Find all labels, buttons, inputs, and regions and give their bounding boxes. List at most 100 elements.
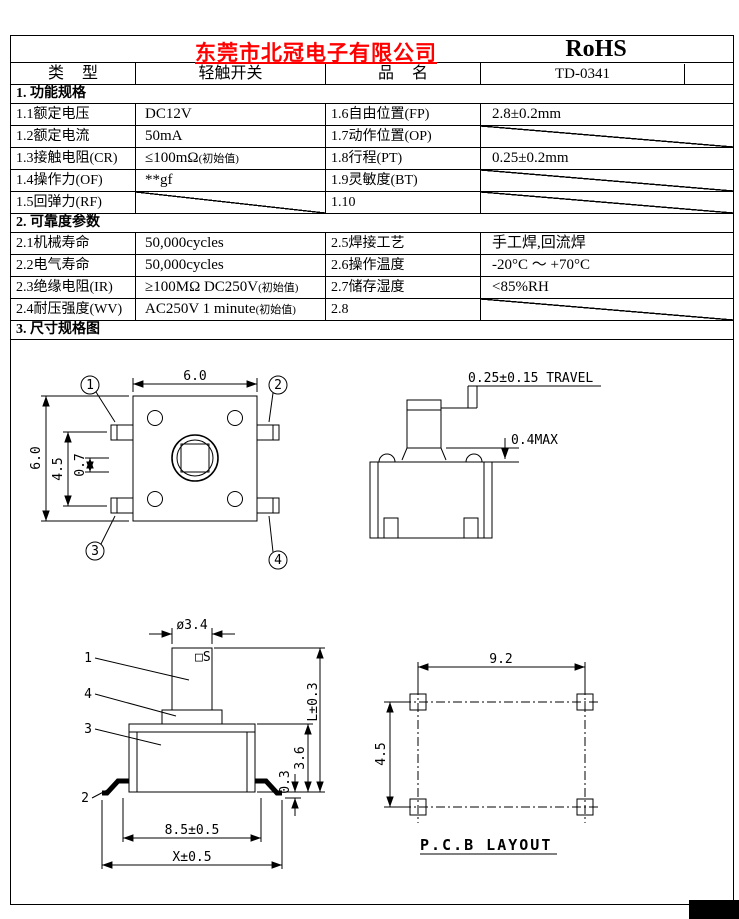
spec-value-empty — [481, 170, 733, 191]
company-title: 东莞市北冠电子有限公司 — [195, 41, 437, 65]
spec-value: 50,000cycles — [136, 233, 326, 254]
spec-label: 2.2电气寿命 — [11, 255, 136, 276]
spec-value: 50,000cycles — [136, 255, 326, 276]
spec-label: 1.8行程(PT) — [326, 148, 481, 169]
spec-row-2-3: 2.3绝缘电阻(IR) ≥100MΩ DC250V(初始值) 2.7储存湿度 <… — [11, 277, 733, 299]
value-text: 50,000cycles — [145, 257, 224, 273]
dim-body-height: 3.6 — [293, 746, 308, 769]
spec-value-empty — [481, 299, 733, 320]
dimension-drawing-area: 6.0 6.0 4.5 0.7 1 2 3 4 — [11, 340, 733, 904]
spec-value: 手工焊,回流焊 — [481, 233, 733, 254]
spec-label: 2.1机械寿命 — [11, 233, 136, 254]
dim-total-width: X±0.5 — [172, 850, 211, 865]
front-view-labels: ø3.4 □S 1 4 3 2 0.3 3.6 L±0.3 8.5±0.5 X±… — [81, 618, 321, 865]
spec-value: **gf — [136, 170, 326, 191]
value-text: ≤100mΩ — [145, 150, 199, 166]
ref-number-2: 2 — [81, 791, 89, 806]
spec-label: 2.4耐压强度(WV) — [11, 299, 136, 320]
spec-label: 1.7动作位置(OP) — [326, 126, 481, 147]
value-text: DC12V — [145, 106, 192, 122]
dim-left-height: 6.0 — [29, 446, 44, 469]
max-height-annotation: 0.4MAX — [511, 433, 558, 448]
front-view-drawing — [91, 628, 325, 869]
dim-stem-diameter: ø3.4 — [176, 618, 207, 633]
spec-label: 1.6自由位置(FP) — [326, 104, 481, 125]
value-text: **gf — [145, 172, 173, 188]
dim-total-height: L±0.3 — [306, 682, 321, 721]
type-row: 类 型 轻触开关 品 名 TD-0341 — [11, 63, 733, 85]
value-text: 50,000cycles — [145, 235, 224, 251]
spec-label: 1.2额定电流 — [11, 126, 136, 147]
spec-row-2-2: 2.2电气寿命 50,000cycles 2.6操作温度 -20°C ～ +70… — [11, 255, 733, 277]
value-text: <85%RH — [492, 279, 549, 295]
spec-row-1-2: 1.2额定电流 50mA 1.7动作位置(OP) — [11, 126, 733, 148]
type-value: 轻触开关 — [136, 63, 326, 84]
value-text: 50mA — [145, 128, 183, 144]
ref-number-1: 1 — [84, 651, 92, 666]
value-note: (初始值) — [258, 282, 299, 294]
spec-label: 1.1额定电压 — [11, 104, 136, 125]
dim-pin-span: 4.5 — [51, 457, 66, 480]
part-name-label: 品 名 — [326, 63, 481, 84]
spec-sheet: 东莞市北冠电子有限公司 RoHS 类 型 轻触开关 品 名 TD-0341 1.… — [10, 35, 734, 905]
spec-row-2-4: 2.4耐压强度(WV) AC250V 1 minute(初始值) 2.8 — [11, 299, 733, 321]
ref-number-4: 4 — [84, 687, 92, 702]
spec-label: 1.9灵敏度(BT) — [326, 170, 481, 191]
section-1-title: 1. 功能规格 — [11, 85, 733, 104]
spec-label: 2.8 — [326, 299, 481, 320]
top-view-drawing — [41, 375, 288, 570]
spec-value: ≥100MΩ DC250V(初始值) — [136, 277, 326, 298]
value-text: 2.8±0.2mm — [492, 106, 562, 122]
corner-mark — [689, 900, 739, 919]
section-3-title: 3. 尺寸规格图 — [11, 321, 733, 340]
spec-row-1-5: 1.5回弹力(RF) 1.10 — [11, 192, 733, 214]
dim-body-width: 8.5±0.5 — [165, 823, 220, 838]
dim-standoff: 0.3 — [278, 770, 293, 793]
pin-callout-2: 2 — [274, 378, 282, 393]
spec-value-empty — [481, 192, 733, 213]
spec-value: -20°C ～ +70°C — [481, 255, 733, 276]
value-note: (初始值) — [255, 304, 296, 316]
spec-value: <85%RH — [481, 277, 733, 298]
spec-value: 2.8±0.2mm — [481, 104, 733, 125]
spec-label: 1.4操作力(OF) — [11, 170, 136, 191]
spec-label: 1.3接触电阻(CR) — [11, 148, 136, 169]
spec-label: 2.7储存湿度 — [326, 277, 481, 298]
pin-callout-3: 3 — [91, 544, 99, 559]
spec-value-empty — [136, 192, 326, 213]
dimension-drawings: 6.0 6.0 4.5 0.7 1 2 3 4 — [29, 369, 601, 869]
value-text: 0.25±0.2mm — [492, 150, 569, 166]
type-label: 类 型 — [11, 63, 136, 84]
spec-label: 1.10 — [326, 192, 481, 213]
part-number-cell: TD-0341 — [481, 63, 733, 84]
pcb-layout-title: P.C.B LAYOUT — [420, 836, 552, 854]
ref-number-3: 3 — [84, 722, 92, 737]
top-view-labels: 6.0 6.0 4.5 0.7 1 2 3 4 — [29, 369, 282, 568]
pcb-layout-drawing — [384, 662, 601, 855]
spec-row-1-1: 1.1额定电压 DC12V 1.6自由位置(FP) 2.8±0.2mm — [11, 104, 733, 126]
spec-value: DC12V — [136, 104, 326, 125]
spec-row-1-4: 1.4操作力(OF) **gf 1.9灵敏度(BT) — [11, 170, 733, 192]
value-note: (初始值) — [198, 153, 239, 165]
section-2-title: 2. 可靠度参数 — [11, 214, 733, 233]
spec-value: 0.25±0.2mm — [481, 148, 733, 169]
side-view-drawing — [369, 385, 601, 539]
stem-mark: □S — [195, 650, 211, 665]
spec-value: AC250V 1 minute(初始值) — [136, 299, 326, 320]
spec-label: 2.3绝缘电阻(IR) — [11, 277, 136, 298]
pcb-layout-labels: 9.2 4.5 P.C.B LAYOUT — [374, 652, 552, 854]
value-text: -20°C ～ +70°C — [492, 257, 590, 273]
spec-row-1-3: 1.3接触电阻(CR) ≤100mΩ(初始值) 1.8行程(PT) 0.25±0… — [11, 148, 733, 170]
sheet-header: 东莞市北冠电子有限公司 RoHS — [11, 36, 733, 65]
spec-label: 2.6操作温度 — [326, 255, 481, 276]
dim-top-width: 6.0 — [183, 369, 206, 384]
value-text: 手工焊,回流焊 — [492, 235, 586, 251]
spec-label: 1.5回弹力(RF) — [11, 192, 136, 213]
spec-value: ≤100mΩ(初始值) — [136, 148, 326, 169]
travel-annotation: 0.25±0.15 TRAVEL — [468, 371, 593, 386]
pin-callout-1: 1 — [86, 378, 94, 393]
dim-pad-pitch-y: 4.5 — [374, 742, 389, 765]
value-text: ≥100MΩ DC250V — [145, 279, 259, 295]
dim-offset: 0.7 — [73, 453, 88, 476]
part-number: TD-0341 — [481, 64, 685, 84]
